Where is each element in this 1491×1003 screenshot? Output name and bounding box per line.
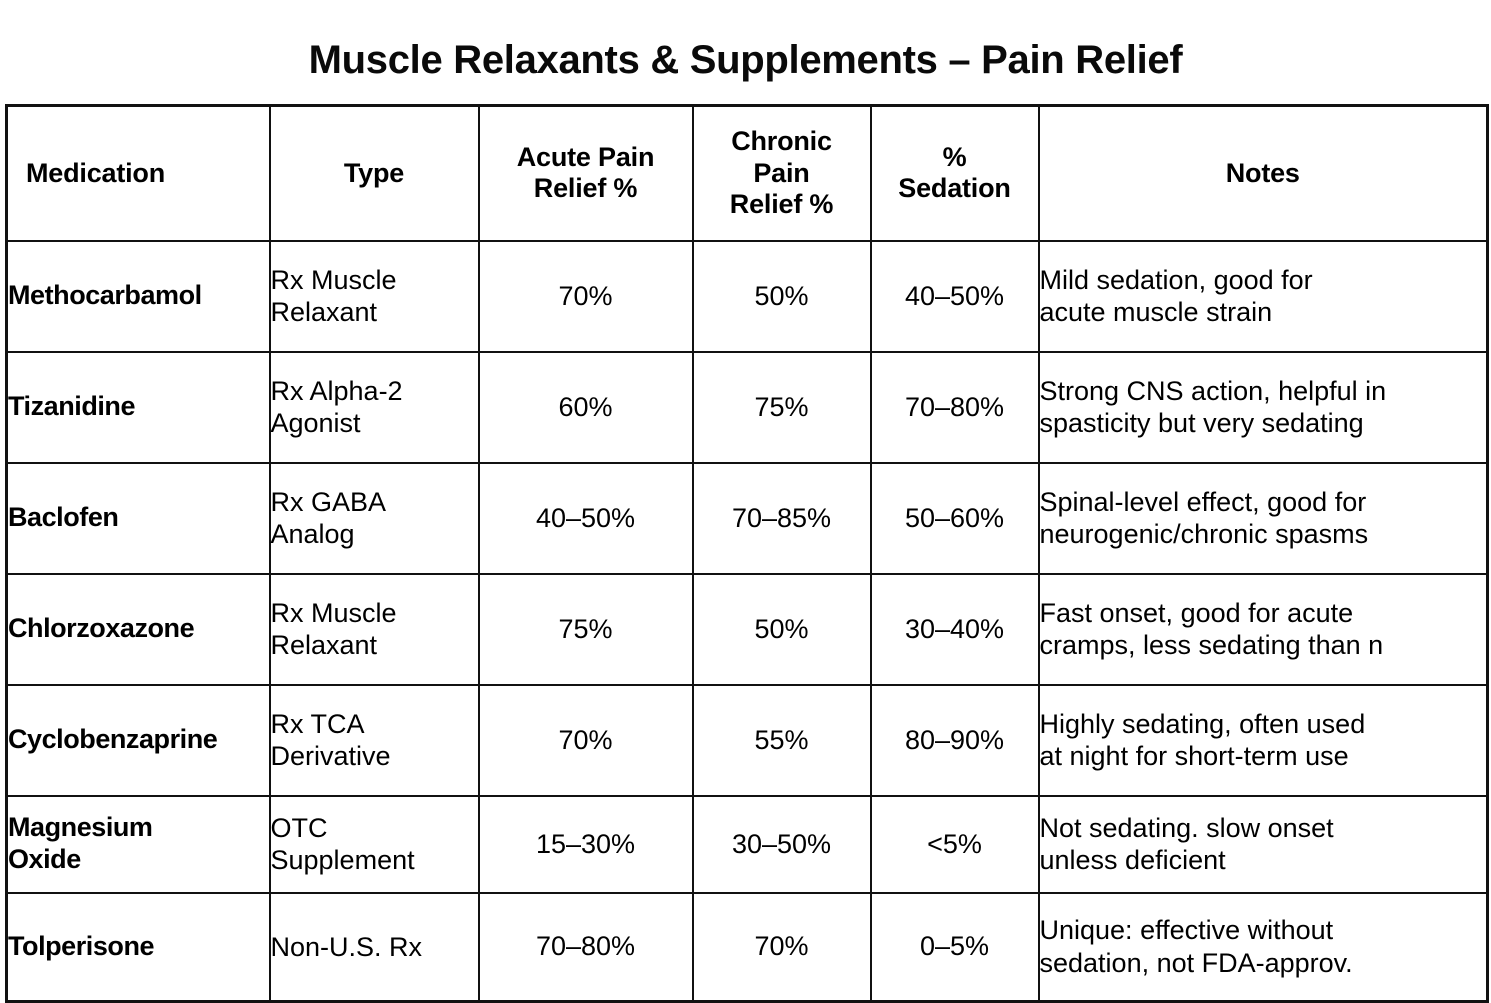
cell-notes-line2: spasticity but very sedating xyxy=(1039,408,1364,438)
cell-type: OTC Supplement xyxy=(268,794,480,894)
table-header: Medication Type Acute Pain Relief % Chro… xyxy=(5,104,1489,242)
cell-acute-pain-relief: 70% xyxy=(477,683,694,797)
cell-medication: Tizanidine xyxy=(5,350,271,464)
cell-type-line2: Derivative xyxy=(270,741,391,771)
cell-medication: Magnesium Oxide xyxy=(5,794,271,894)
table-body: Methocarbamol Rx Muscle Relaxant 70% 50%… xyxy=(5,239,1489,1003)
cell-medication: Baclofen xyxy=(5,461,271,575)
cell-type: Rx Alpha-2 Agonist xyxy=(268,350,480,464)
column-header-acute-line2: Relief % xyxy=(533,173,638,204)
cell-medication: Tolperisone xyxy=(5,891,271,1003)
cell-medication-line1: Magnesium xyxy=(8,812,153,843)
cell-notes-line1: Spinal-level effect, good for xyxy=(1039,486,1367,517)
cell-notes: Strong CNS action, helpful in spasticity… xyxy=(1037,350,1489,464)
cell-notes-line1: Not sedating. slow onset xyxy=(1039,812,1334,843)
table-row: Chlorzoxazone Rx Muscle Relaxant 75% 50%… xyxy=(5,572,1489,686)
cell-notes-line2: sedation, not FDA-approv. xyxy=(1039,947,1353,978)
cell-type-line2: Analog xyxy=(270,519,355,549)
cell-sedation: 40–50% xyxy=(869,239,1040,353)
column-header-chronic-line2: Pain xyxy=(753,157,810,188)
cell-chronic-pain-relief: 30–50% xyxy=(691,794,872,894)
cell-chronic-pain-relief: 70% xyxy=(691,891,872,1003)
column-header-acute-line1: Acute Pain xyxy=(516,141,655,172)
table-row: Tolperisone Non-U.S. Rx 70–80% 70% 0–5% … xyxy=(5,891,1489,1003)
column-header-sedation: % Sedation xyxy=(869,104,1040,242)
column-header-chronic-line3: Relief % xyxy=(729,188,834,219)
cell-type-line1: OTC xyxy=(270,812,328,843)
cell-type: Rx TCA Derivative xyxy=(268,683,480,797)
cell-type-line1: Rx TCA xyxy=(270,708,365,739)
cell-sedation: 30–40% xyxy=(869,572,1040,686)
column-header-sedation-line1: % xyxy=(942,141,967,172)
cell-notes-line2: acute muscle strain xyxy=(1039,297,1273,327)
cell-acute-pain-relief: 70% xyxy=(477,239,694,353)
cell-type: Rx Muscle Relaxant xyxy=(268,572,480,686)
header-row: Medication Type Acute Pain Relief % Chro… xyxy=(5,104,1489,242)
cell-chronic-pain-relief: 50% xyxy=(691,239,872,353)
table-row: Tizanidine Rx Alpha-2 Agonist 60% 75% 70… xyxy=(5,350,1489,464)
column-header-chronic-line1: Chronic xyxy=(731,126,832,157)
cell-notes-line1: Mild sedation, good for xyxy=(1039,264,1313,295)
cell-type-line1: Rx Alpha-2 xyxy=(270,375,403,406)
cell-medication-line2: Oxide xyxy=(8,844,81,874)
cell-medication: Methocarbamol xyxy=(5,239,271,353)
cell-acute-pain-relief: 75% xyxy=(477,572,694,686)
cell-notes-line1: Fast onset, good for acute xyxy=(1039,597,1354,628)
cell-notes: Unique: effective without sedation, not … xyxy=(1037,891,1489,1003)
column-header-notes: Notes xyxy=(1037,104,1489,242)
cell-sedation: <5% xyxy=(869,794,1040,894)
cell-notes: Not sedating. slow onset unless deficien… xyxy=(1037,794,1489,894)
cell-acute-pain-relief: 60% xyxy=(477,350,694,464)
table-row: Baclofen Rx GABA Analog 40–50% 70–85% 50… xyxy=(5,461,1489,575)
column-header-type: Type xyxy=(268,104,480,242)
comparison-table-container: Medication Type Acute Pain Relief % Chro… xyxy=(5,104,1489,1003)
cell-type: Non-U.S. Rx xyxy=(268,891,480,1003)
cell-type-line2: Relaxant xyxy=(270,630,378,660)
cell-type: Rx Muscle Relaxant xyxy=(268,239,480,353)
cell-type-line2: Relaxant xyxy=(270,297,378,327)
cell-notes: Spinal-level effect, good for neurogenic… xyxy=(1037,461,1489,575)
cell-sedation: 50–60% xyxy=(869,461,1040,575)
cell-type-line2: Supplement xyxy=(270,845,415,875)
cell-notes-line1: Strong CNS action, helpful in xyxy=(1039,375,1387,406)
cell-acute-pain-relief: 15–30% xyxy=(477,794,694,894)
cell-notes-line2: cramps, less sedating than n xyxy=(1039,630,1384,660)
cell-notes-line1: Unique: effective without xyxy=(1039,915,1334,946)
column-header-medication: Medication xyxy=(5,104,271,242)
cell-type: Rx GABA Analog xyxy=(268,461,480,575)
cell-type-line1: Rx Muscle xyxy=(270,264,397,295)
table-row: Methocarbamol Rx Muscle Relaxant 70% 50%… xyxy=(5,239,1489,353)
cell-notes: Highly sedating, often used at night for… xyxy=(1037,683,1489,797)
cell-chronic-pain-relief: 75% xyxy=(691,350,872,464)
cell-notes-line1: Highly sedating, often used xyxy=(1039,708,1366,739)
cell-acute-pain-relief: 40–50% xyxy=(477,461,694,575)
cell-sedation: 70–80% xyxy=(869,350,1040,464)
cell-notes-line2: neurogenic/chronic spasms xyxy=(1039,519,1369,549)
cell-sedation: 80–90% xyxy=(869,683,1040,797)
cell-medication: Chlorzoxazone xyxy=(5,572,271,686)
table-row: Cyclobenzaprine Rx TCA Derivative 70% 55… xyxy=(5,683,1489,797)
cell-type-line2: Agonist xyxy=(270,408,361,438)
cell-type-line1: Rx GABA xyxy=(270,486,387,517)
cell-notes-line2: at night for short-term use xyxy=(1039,741,1349,771)
column-header-acute-pain-relief: Acute Pain Relief % xyxy=(477,104,694,242)
cell-notes-line2: unless deficient xyxy=(1039,845,1226,875)
column-header-chronic-pain-relief: Chronic Pain Relief % xyxy=(691,104,872,242)
cell-type-line1: Non-U.S. Rx xyxy=(270,931,423,962)
page-title: Muscle Relaxants & Supplements – Pain Re… xyxy=(308,38,1183,82)
cell-chronic-pain-relief: 70–85% xyxy=(691,461,872,575)
cell-sedation: 0–5% xyxy=(869,891,1040,1003)
cell-medication: Cyclobenzaprine xyxy=(5,683,271,797)
cell-type-line1: Rx Muscle xyxy=(270,597,397,628)
cell-notes: Mild sedation, good for acute muscle str… xyxy=(1037,239,1489,353)
cell-chronic-pain-relief: 50% xyxy=(691,572,872,686)
column-header-sedation-line2: Sedation xyxy=(898,173,1011,204)
medication-comparison-table: Medication Type Acute Pain Relief % Chro… xyxy=(5,104,1489,1003)
cell-acute-pain-relief: 70–80% xyxy=(477,891,694,1003)
cell-chronic-pain-relief: 55% xyxy=(691,683,872,797)
table-row: Magnesium Oxide OTC Supplement 15–30% 30… xyxy=(5,794,1489,894)
cell-notes: Fast onset, good for acute cramps, less … xyxy=(1037,572,1489,686)
